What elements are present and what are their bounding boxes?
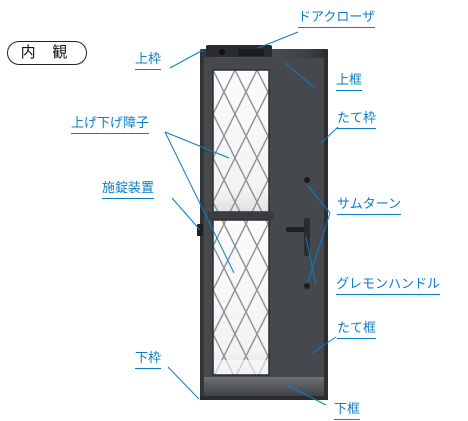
lower-rail [204,377,324,399]
label-thumb-turn: サムターン [337,197,402,215]
thumb-turn-upper [304,177,310,183]
thumb-turn-lower [304,283,310,289]
label-vertical-jamb: たて枠 [337,111,377,129]
label-upper-rail: 上框 [336,73,363,91]
door-closer-pivot [219,49,225,55]
label-lever-handle: グレモンハンドル [336,277,441,295]
label-upper-jamb: 上枠 [135,52,162,70]
label-vertical-stile: たて框 [337,321,377,339]
lever-handle [286,227,308,232]
view-label: 内 観 [7,41,87,65]
leader-lines [164,31,339,406]
label-lower-rail: 下框 [334,402,361,420]
mid-rail [208,212,274,220]
label-lock-device: 施錠装置 [102,181,155,199]
label-lower-jamb: 下枠 [135,351,162,369]
lever-escutcheon [304,218,310,256]
door-closer-arm [238,49,264,56]
label-glazing-bars: 上げ下げ障子 [71,116,150,134]
label-door-closer: ドアクローザ [298,10,376,28]
